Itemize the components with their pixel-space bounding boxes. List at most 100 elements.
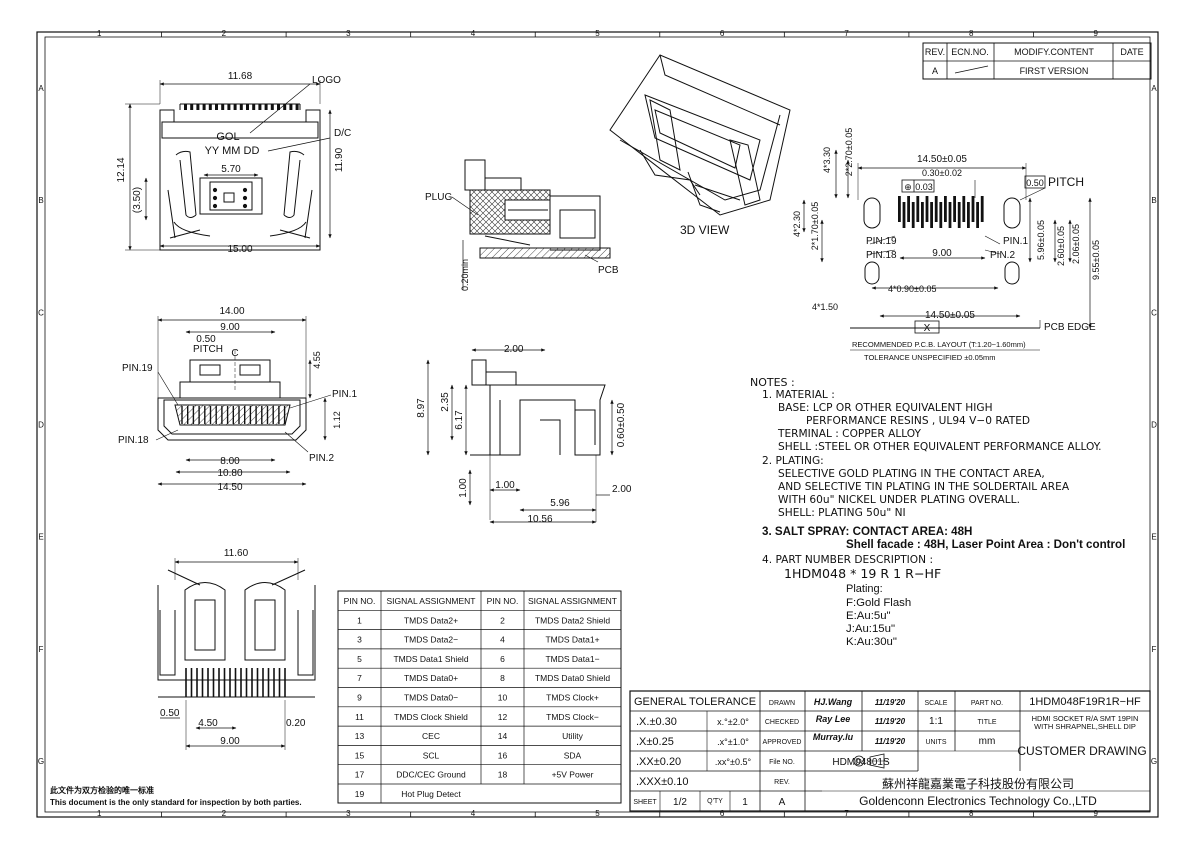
pcb-pad [957,202,961,228]
bottom-view [157,558,316,750]
side-dim-897: 8.97 [416,398,427,418]
contact-tooth [239,104,243,110]
pcb-pad [939,202,943,228]
note-material: 1. MATERIAL : [762,389,835,402]
approved-label: APPROVED [763,739,802,746]
pcb-pad [911,202,915,228]
mating-dim-1450: 14.50 [217,482,242,493]
signal-name: TMDS Clock Shield [394,712,468,722]
iso-3d-view [609,54,791,216]
bottom-dim-450: 4.50 [198,718,218,729]
pin-number: 18 [498,770,508,780]
plug-dim-min: 0.20min [460,259,470,291]
general-tolerance-label: GENERAL TOLERANCE [634,696,756,708]
units-value: mm [979,736,996,747]
mating-pin18: PIN.18 [118,435,149,446]
pcb-tolerance: TOLERANCE UNSPECIFIED ±0.05mm [864,353,996,362]
mating-dim-800: 8.00 [220,456,240,467]
pcb-datum-x: -X- [920,323,933,334]
side-dim-200: 2.00 [612,484,632,495]
signal-name: TMDS Data2− [404,635,458,645]
contact-tooth [215,104,218,110]
tolerance-angular: x.°±2.0° [717,717,749,727]
pcb-pad [953,196,956,222]
pcb-pad [902,202,906,228]
front-label-logo: LOGO [312,75,341,86]
signal-name: TMDS Data2 Shield [535,615,610,625]
frame-col-number: 9 [1093,29,1098,38]
drawing-title-line2: WITH SHRAPNEL,SHELL DIP [1034,722,1136,731]
rev-header: REV. [925,47,945,57]
frame-row-letter: F [1152,645,1157,654]
signal-name: SDA [564,750,582,760]
pin-number: 14 [498,731,508,741]
frame-row-letter: C [1151,308,1157,317]
drawing-frame [36,31,1159,818]
bottom-dim-020: 0.20 [286,718,306,729]
pin-number: 16 [498,750,508,760]
frame-row-letter: E [1151,533,1156,542]
signal-name: Hot Plug Detect [401,789,461,799]
contact-tooth [227,104,231,110]
plating-title: Plating: [846,583,883,596]
part-number-code: 1HDM048 * 19 R 1 R−HF [784,566,942,582]
tolerance-angular: .xx°±0.5° [715,757,752,767]
side-dim-100b: 1.00 [495,480,515,491]
pcb-pad [967,202,970,228]
contact-tooth [258,104,262,110]
sheet-value: 1/2 [673,797,687,808]
pcb-pitch-label: PITCH [1048,175,1084,189]
side-dim-617: 6.17 [454,410,465,430]
revision-table: REV. ECN.NO. MODIFY.CONTENT DATE A FIRST… [922,42,1152,80]
contact-tooth [233,104,237,110]
frame-col-number: 1 [97,29,102,38]
rev-value: A [932,66,938,76]
pin-table-header: PIN NO. [344,596,376,606]
ecn-dash [954,65,989,74]
tolerance-linear: .X.±0.30 [636,716,677,728]
scale-value: 1:1 [929,716,943,727]
side-dim-top: 2.00 [504,344,524,355]
contact-tooth [246,104,249,110]
title-block [629,690,1151,812]
signal-name: TMDS Clock+ [546,693,599,703]
side-dim-100a: 1.00 [458,478,469,498]
pcb-layout-view [802,149,1092,351]
frame-row-letter: B [38,196,43,205]
signal-name: TMDS Data1 Shield [393,654,468,664]
date-header: DATE [1120,47,1143,57]
frame-row-letter: D [38,421,44,430]
plating-e: E:Au:5u" [846,609,891,622]
part-no-label: PART NO. [971,700,1003,707]
mating-pitch-label: PITCH [193,344,223,355]
tolerance-linear: .XX±0.20 [636,756,681,768]
pcb-pad [971,196,975,222]
plating-f: F:Gold Flash [846,596,912,609]
front-dim-side: (3.50) [132,187,143,213]
ecn-header: ECN.NO. [951,47,989,57]
mating-dim-455: 4.55 [312,351,322,369]
pcb-pad [916,196,920,222]
pcb-dim-v2: 2.60±0.05 [1056,226,1066,266]
pcb-tol-value: 0.03 [915,182,933,192]
pin-number: 7 [357,673,362,683]
mating-center-mark: C [231,348,238,359]
note-material-shell: SHELL :STEEL OR OTHER EQUIVALENT PERFORM… [778,441,1102,454]
frame-row-letter: A [38,84,44,93]
drawing-title-line1: HDMI SOCKET R/A SMT 19PIN [1032,714,1139,723]
front-dim-inner: 5.70 [221,164,241,175]
drawn-date: 11/19'20 [875,698,906,707]
checked-name: Ray Lee [816,714,851,724]
notes-title: NOTES : [750,376,795,389]
front-dim-width-bottom: 15.00 [227,244,252,255]
pcb-dim-width: 14.50±0.05 [917,154,967,165]
side-dim-1056: 10.56 [527,514,552,525]
pcb-pin1: PIN.1 [1003,236,1028,247]
pin-number: 4 [500,635,505,645]
mating-pin1: PIN.1 [332,389,357,400]
tolerance-angular: .x°±1.0° [717,737,749,747]
frame-col-number: 9 [1093,809,1098,818]
